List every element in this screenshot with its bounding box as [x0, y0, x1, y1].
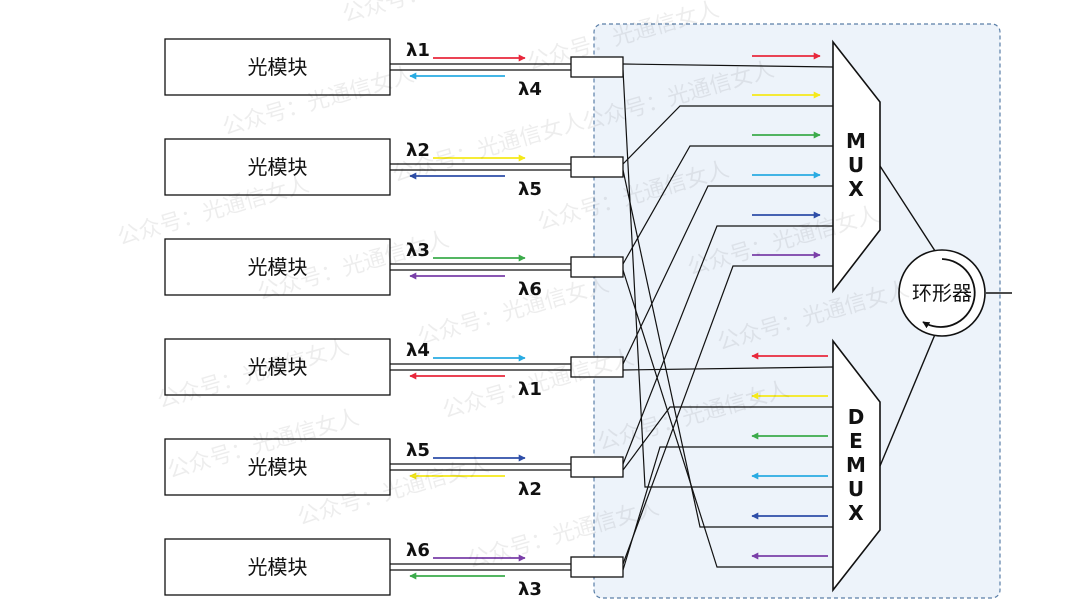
tx-fiber-path	[622, 265, 833, 565]
fiber-crossings	[622, 63, 834, 571]
rx-fiber-path	[622, 69, 833, 488]
module-label: 光模块	[248, 355, 308, 379]
optical-module-3: 光模块 λ3 λ6	[164, 238, 624, 300]
label-char: E	[849, 429, 863, 453]
connector	[570, 256, 624, 278]
demux-trapezoid	[832, 338, 881, 593]
label-char: D	[848, 405, 865, 429]
module-box	[164, 238, 391, 296]
optical-module-2: 光模块 λ2 λ5	[164, 138, 624, 200]
module-box	[164, 438, 391, 496]
tx-wavelength-label: λ2	[406, 140, 430, 161]
mux-trapezoid	[832, 39, 881, 294]
optical-module-4: 光模块 λ4 λ1	[164, 338, 624, 400]
label-char: M	[846, 453, 866, 477]
rx-wavelength-label: λ6	[518, 279, 542, 300]
rx-wavelength-label: λ2	[518, 479, 542, 500]
tx-wavelength-label: λ3	[406, 240, 430, 261]
circulator-label: 环形器	[912, 281, 972, 305]
label-char: X	[848, 501, 864, 525]
connector	[570, 356, 624, 378]
tx-fiber-path	[622, 105, 833, 165]
label-char: M	[846, 129, 866, 153]
optical-modules: 光模块 λ1 λ4 光模块 λ2 λ5 光模块 λ3 λ6 光模块 λ4 λ1 光模块 λ5 λ2 光模块 λ6…	[164, 38, 624, 600]
svg-text:MUX: MUX	[846, 129, 866, 201]
rx-wavelength-label: λ3	[518, 579, 542, 600]
watermark-text: 公众号：光通信女人	[415, 272, 612, 351]
module-box	[164, 138, 391, 196]
rx-fiber-path	[622, 366, 834, 371]
tx-wavelength-label: λ6	[406, 540, 430, 561]
connector	[570, 56, 624, 78]
module-box	[164, 538, 391, 596]
wavelength-ports	[751, 52, 828, 560]
optical-module-6: 光模块 λ6 λ3	[164, 538, 624, 600]
optical-module-5: 光模块 λ5 λ2	[164, 438, 624, 500]
tx-fiber-path	[622, 63, 834, 68]
circulator-direction-arrow	[922, 258, 976, 329]
connector	[570, 456, 624, 478]
rx-fiber-path	[622, 169, 833, 528]
rx-wavelength-label: λ4	[518, 79, 542, 100]
module-label: 光模块	[248, 455, 308, 479]
connector	[570, 556, 624, 578]
module-box	[164, 338, 391, 396]
tx-wavelength-label: λ4	[406, 340, 430, 361]
module-label: 光模块	[248, 555, 308, 579]
tx-fiber-path	[622, 145, 833, 265]
tx-fiber-path	[622, 225, 833, 465]
tx-wavelength-label: λ5	[406, 440, 430, 461]
connector	[570, 156, 624, 178]
label-char: U	[848, 153, 864, 177]
module-box	[164, 38, 391, 96]
tx-fiber-path	[622, 185, 833, 365]
rx-fiber-path	[622, 406, 833, 471]
tx-wavelength-label: λ1	[406, 40, 430, 61]
rx-fiber-path	[622, 446, 833, 571]
rx-wavelength-label: λ1	[518, 379, 542, 400]
optical-module-1: 光模块 λ1 λ4	[164, 38, 624, 100]
label-char: U	[848, 477, 864, 501]
module-label: 光模块	[248, 55, 308, 79]
label-char: X	[848, 177, 864, 201]
circulator: 环形器	[898, 249, 986, 337]
module-label: 光模块	[248, 255, 308, 279]
module-label: 光模块	[248, 155, 308, 179]
mux-to-circulator-fiber	[879, 165, 938, 255]
rx-wavelength-label: λ5	[518, 179, 542, 200]
watermark-text: 公众号：光通信女人	[340, 0, 537, 28]
equipment-panel	[593, 23, 1001, 599]
circulator-to-demux-fiber	[879, 331, 937, 467]
